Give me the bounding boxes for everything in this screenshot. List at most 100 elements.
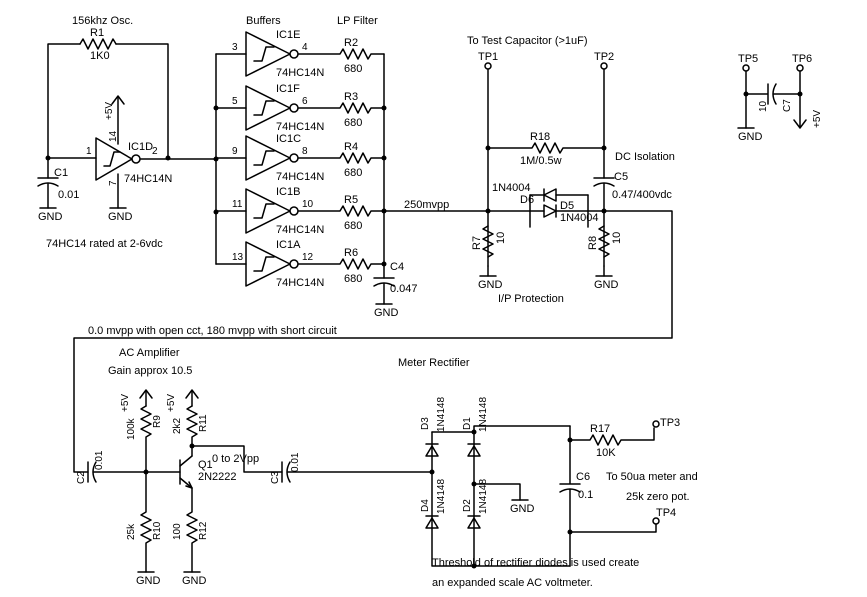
r9-label: R9 <box>152 415 163 428</box>
r17-resistor <box>569 425 655 446</box>
ic1d-part: 74HC14N <box>124 173 172 185</box>
buffer-ic-label: IC1F <box>276 83 300 95</box>
lp-resistor <box>297 102 385 114</box>
r12-label: R12 <box>198 521 209 540</box>
c6-value: 0.1 <box>578 489 593 501</box>
c3-capacitor <box>281 461 291 483</box>
r12-resistor <box>186 487 198 573</box>
r8-resistor <box>598 225 610 258</box>
lp-resistor <box>297 152 385 164</box>
r9-value: 100k <box>126 417 137 440</box>
q1-label: Q1 <box>198 459 213 471</box>
d1-part: 1N4148 <box>478 397 489 432</box>
d6-label: D6 <box>520 194 534 206</box>
lp-resistor-value: 680 <box>344 117 362 129</box>
osc-title: 156khz Osc. <box>72 15 133 27</box>
tp2-terminal <box>600 62 608 70</box>
buffer-pin-in: 3 <box>232 42 238 53</box>
ic1d-pin-out: 2 <box>152 146 158 157</box>
vpp-0to2-note: 0 to 2Vpp <box>212 453 259 465</box>
ic1d-pin-vcc: 14 <box>108 130 119 142</box>
r1-label: R1 <box>90 27 104 39</box>
r18-label: R18 <box>530 131 550 143</box>
r9-vcc-label: +5V <box>120 394 131 412</box>
mvpp-note: 0.0 mvpp with open cct, 180 mvpp with sh… <box>88 325 337 337</box>
schmitt-inverter-buffer <box>245 135 291 181</box>
tp5-terminal <box>742 64 750 72</box>
c7-label: C7 <box>782 99 793 112</box>
tp3-label: TP3 <box>660 417 680 429</box>
r11-label: R11 <box>198 414 209 432</box>
dc-isolation-title: DC Isolation <box>615 151 675 163</box>
buffer-pin-in: 9 <box>232 146 238 157</box>
junction-dot <box>429 469 435 475</box>
lp-resistor-label: R3 <box>344 91 358 103</box>
input-protection-section: TP1 TP2 R18 1M/0.5w C5 0.47/400vdc 1N400… <box>73 51 673 473</box>
d4-part: 1N4148 <box>436 479 447 514</box>
c1-value: 0.01 <box>58 189 79 201</box>
r1-right-wire <box>115 43 169 159</box>
c2-label: C2 <box>76 471 87 484</box>
buffer-ic-part: 74HC14N <box>276 224 324 236</box>
ac-amplifier-section: C2 0.01 +5V 100k R9 25k R10 GND Q1 2N222… <box>76 389 433 587</box>
r8-value: 10 <box>611 232 623 244</box>
gnd-label: GND <box>38 211 63 223</box>
junction-dot <box>743 91 749 97</box>
buffers-title: Buffers <box>246 15 281 27</box>
r11-value: 2k2 <box>172 417 183 434</box>
r11-resistor <box>186 405 198 457</box>
rectifier-left-rail <box>431 431 571 567</box>
buffer-ic-label: IC1A <box>276 239 301 251</box>
d3-label: D3 <box>420 417 431 430</box>
schmitt-inverter-buffer <box>245 241 291 287</box>
tp6-terminal <box>796 64 804 72</box>
lp-filter-title: LP Filter <box>337 15 378 27</box>
q1-collector-wire <box>191 445 283 473</box>
tp6-vcc-label: +5V <box>812 110 823 128</box>
buffer-ic-label: IC1C <box>276 133 301 145</box>
inverter-bubble <box>289 49 299 59</box>
ic1d-label: IC1D <box>128 141 153 153</box>
c4-label: C4 <box>390 261 404 273</box>
r10-value: 25k <box>126 523 137 540</box>
d4-label: D4 <box>420 499 431 512</box>
c5-plate-bottom <box>593 182 615 187</box>
tp4-label: TP4 <box>656 507 676 519</box>
vpp-250-note: 250mvpp <box>404 199 449 211</box>
d1-label: D1 <box>462 417 473 430</box>
buffer-pin-out: 6 <box>302 96 308 107</box>
vcc-arrow-icon <box>111 95 125 105</box>
d1-diode <box>467 443 481 457</box>
d6-part: 1N4004 <box>492 182 531 194</box>
inverter-bubble <box>289 103 299 113</box>
r7-resistor <box>482 225 494 258</box>
r10-resistor <box>140 471 152 573</box>
gnd-label: GND <box>738 131 763 143</box>
r17-label: R17 <box>590 423 610 435</box>
r10-label: R10 <box>152 521 163 540</box>
c3-value: 0.01 <box>290 452 301 472</box>
d6-diode <box>543 188 557 202</box>
c7-value: 10 <box>758 100 769 112</box>
gnd-label: GND <box>510 503 535 515</box>
buffer-ic-label: IC1E <box>276 29 300 41</box>
ic1d-schmitt-inverter <box>95 137 133 181</box>
d2-diode <box>467 515 481 529</box>
c2-capacitor <box>87 461 97 483</box>
buffer-ic-part: 74HC14N <box>276 67 324 79</box>
lp-resistor <box>297 258 385 270</box>
feedback-to-amplifier-wire <box>73 210 673 473</box>
r1-resistor <box>79 38 117 50</box>
hysteresis-icon <box>253 100 275 116</box>
tp5-label: TP5 <box>738 53 758 65</box>
d2-part: 1N4148 <box>478 479 489 514</box>
inverter-bubble <box>131 154 141 164</box>
buffer-ic-part: 74HC14N <box>276 171 324 183</box>
buffer-pin-out: 12 <box>302 252 314 263</box>
junction-dot <box>165 155 171 161</box>
gnd-label: GND <box>108 211 133 223</box>
lp-resistor <box>297 48 385 60</box>
ic1d-pin-gnd: 7 <box>108 180 119 186</box>
